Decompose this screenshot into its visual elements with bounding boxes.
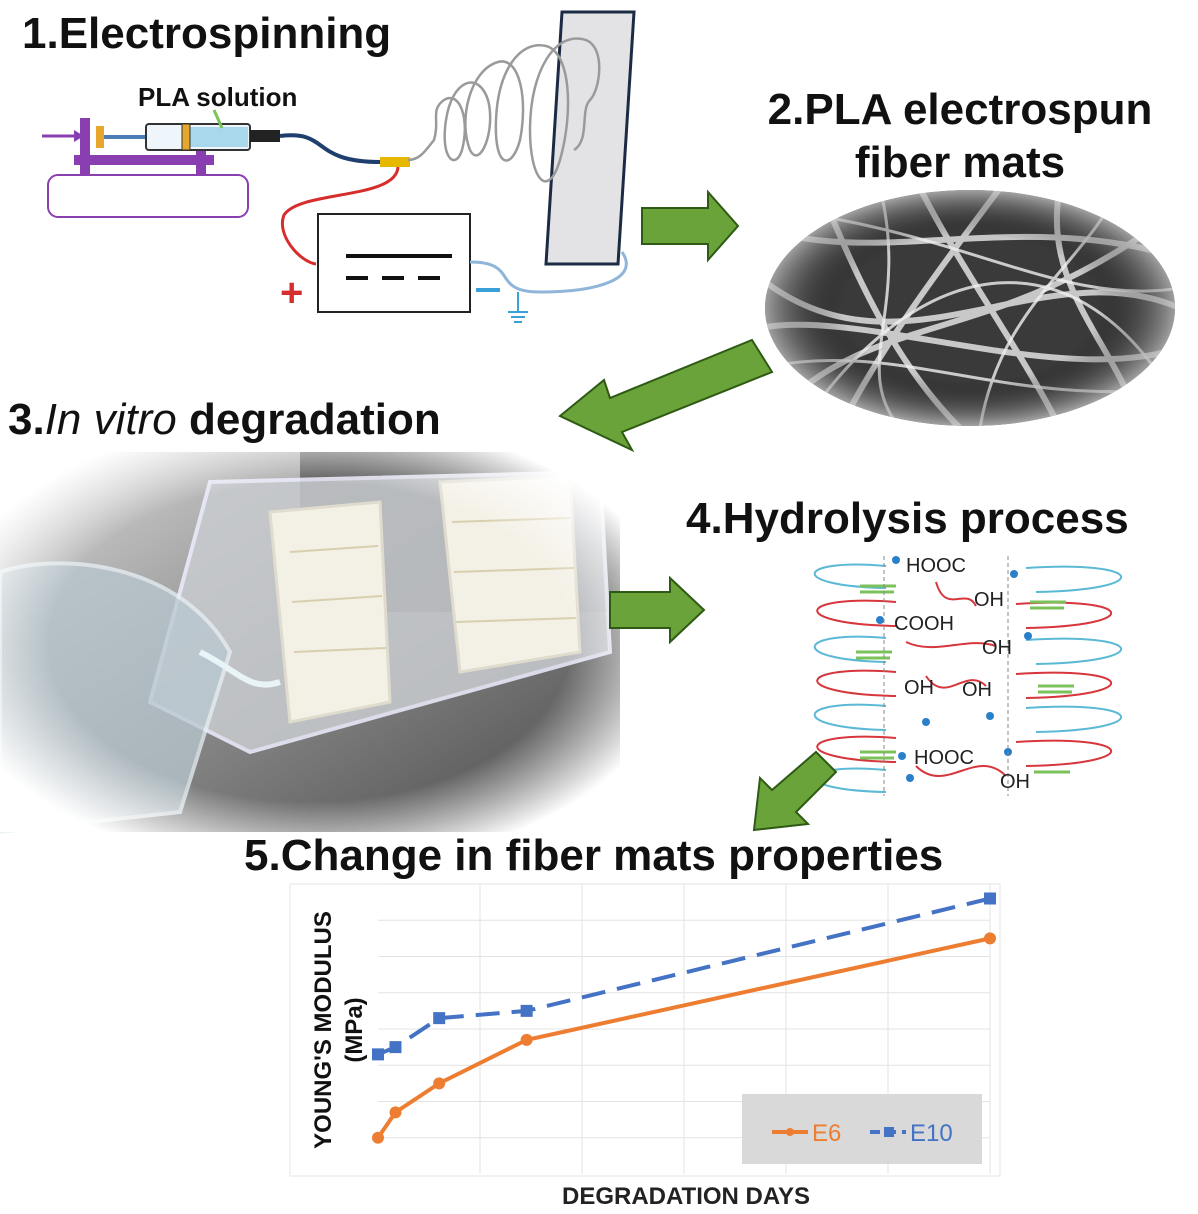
plus-sign: + (280, 271, 303, 315)
fiber-chains-right (1015, 565, 1123, 767)
chem-label-hooc-bottom: HOOC (914, 747, 974, 769)
step3-title: 3.In vitro degradation (8, 398, 441, 442)
x-axis-label: DEGRADATION DAYS (562, 1183, 810, 1210)
ground-wire (469, 251, 628, 294)
chart-gridlines (289, 883, 1001, 1177)
chem-label-oh-4: OH (962, 679, 992, 701)
data-point-e10 (389, 1041, 402, 1054)
y-axis-label-text: YOUNG'S MODULUS (MPa) (310, 911, 369, 1149)
fiber-jet (407, 37, 601, 183)
plunger-cap (96, 126, 104, 148)
step1-title: 1.Electrospinning (22, 12, 391, 56)
step1-label: Electrospinning (58, 9, 392, 58)
water-molecules (876, 556, 1032, 782)
power-supply (317, 213, 471, 313)
syringe-solution (190, 127, 248, 147)
amorphous-breaks (905, 581, 1007, 777)
step3-label: degradation (176, 395, 441, 444)
legend-box (742, 1094, 982, 1164)
step4-title: 4.Hydrolysis process (686, 497, 1129, 541)
data-point-e6 (389, 1106, 402, 1119)
step2-line1: 2.PLA electrospun (767, 85, 1153, 134)
degradation-photo (0, 452, 620, 835)
data-point-e10 (520, 1004, 533, 1017)
data-point-e10 (984, 892, 996, 905)
solution-pointer (212, 109, 224, 129)
data-point-e10 (372, 1048, 384, 1061)
modulus-chart: E6 E10 DEGRADATION DAYS (289, 883, 1001, 1210)
step4-label: 4.Hydrolysis process (686, 494, 1129, 543)
pump-rail (74, 155, 214, 165)
collector-plate (544, 10, 636, 266)
pla-solution-label: PLA solution (138, 82, 298, 112)
data-point-e6 (433, 1077, 446, 1090)
pusher-arrowhead (74, 130, 84, 142)
step5-label: 5.Change in fiber mats properties (244, 831, 944, 880)
tubing (279, 133, 381, 164)
step3-number: 3. (8, 395, 45, 444)
chem-label-oh-2: OH (982, 637, 1012, 659)
legend-e10-marker (884, 1127, 894, 1137)
needle (380, 157, 410, 167)
step3-italic: In vitro (44, 395, 177, 444)
step1-number: 1. (22, 9, 59, 58)
step2-title: 2.PLA electrospun fiber mats (740, 84, 1180, 190)
electrospinning-setup: + (42, 10, 636, 323)
chem-label-oh-1: OH (974, 589, 1004, 611)
legend-e10-label: E10 (910, 1120, 953, 1147)
data-point-e6 (984, 932, 996, 945)
arrow-3-to-4 (609, 575, 706, 645)
chart-series (372, 892, 996, 1144)
chem-label-oh-5: OH (1000, 771, 1030, 793)
legend-e6-marker (786, 1128, 794, 1136)
pump-post-right (196, 128, 206, 176)
positive-wire (280, 166, 400, 266)
data-point-e10 (433, 1012, 446, 1025)
hydrolysis-diagram: HOOC OH COOH OH OH OH HOOC OH (813, 555, 1123, 796)
syringe-tip (250, 130, 280, 142)
pump-post-left (80, 118, 90, 176)
step5-title: 5.Change in fiber mats properties (244, 834, 943, 878)
legend-e6-label: E6 (812, 1120, 841, 1147)
chem-label-oh-3: OH (904, 677, 934, 699)
chem-label-hooc-top: HOOC (906, 555, 966, 577)
step2-line2: fiber mats (854, 137, 1066, 187)
chart-legend: E6 E10 (742, 1094, 982, 1164)
data-point-e6 (372, 1131, 384, 1144)
data-point-e6 (520, 1033, 533, 1046)
syringe-piston (181, 123, 191, 151)
pump-base (47, 174, 249, 218)
fiber-mat-image (765, 190, 1175, 426)
arrow-2-to-3 (558, 338, 774, 453)
crystal-regions (856, 584, 1074, 774)
chem-label-cooh: COOH (894, 613, 954, 635)
